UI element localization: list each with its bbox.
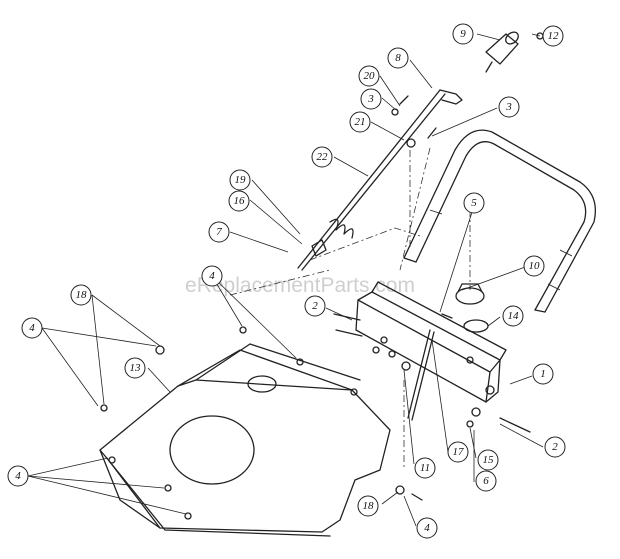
control-rod [297,89,463,271]
callout-9: 9 [452,23,474,45]
upper-handle [403,129,597,313]
callout-label: 22 [317,151,329,163]
callout-19: 19 [229,169,251,191]
callout-label: 18 [363,500,375,512]
callout-17: 17 [447,441,469,463]
callout-1: 1 [532,363,554,385]
callout-label: 16 [234,195,246,207]
callout-7: 7 [208,221,230,243]
callout-label: 12 [548,30,560,42]
callout-4: 4 [21,317,43,339]
watermark-text: eReplacementParts.com [185,274,415,297]
callout-label: 17 [453,446,465,458]
callout-18: 18 [70,284,92,306]
knob-10 [455,283,485,305]
callout-12: 12 [542,25,564,47]
callout-13: 13 [124,357,146,379]
callout-10: 10 [523,255,545,277]
callout-2: 2 [544,436,566,458]
callout-label: 2 [552,441,558,453]
callout-14: 14 [502,305,524,327]
bracket-fasteners [333,313,531,433]
callout-4: 4 [7,465,29,487]
callout-22: 22 [311,146,333,168]
callout-15: 15 [477,449,499,471]
callout-16: 16 [228,190,250,212]
assembly-lines [229,147,471,470]
callout-20: 20 [358,65,380,87]
rod-hardware [391,32,544,148]
lower-hardware [100,326,423,520]
handle-grip [485,31,519,73]
callout-4: 4 [416,517,438,539]
callout-label: 4 [29,322,35,334]
callout-2: 2 [304,295,326,317]
callout-label: 3 [505,101,512,113]
callout-label: 4 [15,470,21,482]
callout-3: 3 [360,88,382,110]
callout-18: 18 [357,495,379,517]
callout-label: 14 [508,310,520,322]
callout-label: 5 [471,197,477,209]
callout-label: 21 [355,116,366,128]
callout-3: 3 [498,96,520,118]
callout-21: 21 [349,111,371,133]
callout-label: 10 [529,260,541,272]
callout-4: 4 [201,265,223,287]
callout-6: 6 [475,470,497,492]
callout-label: 2 [312,300,318,312]
callout-label: 15 [483,454,495,466]
callout-label: 8 [395,52,401,64]
callout-label: 11 [420,462,430,474]
callout-label: 9 [460,28,466,40]
rod-17 [407,329,431,419]
callout-8: 8 [387,47,409,69]
callout-label: 19 [235,174,247,186]
washer-14 [463,319,489,333]
callout-label: 1 [540,368,546,380]
callout-11: 11 [414,457,436,479]
callout-5: 5 [463,192,485,214]
callout-label: 4 [424,522,430,534]
callout-label: 13 [130,362,142,374]
callout-label: 7 [216,226,222,238]
callout-label: 18 [76,289,88,301]
callout-label: 3 [367,93,374,105]
callout-label: 20 [364,70,376,82]
callout-label: 6 [483,475,489,487]
callout-label: 4 [209,270,215,282]
